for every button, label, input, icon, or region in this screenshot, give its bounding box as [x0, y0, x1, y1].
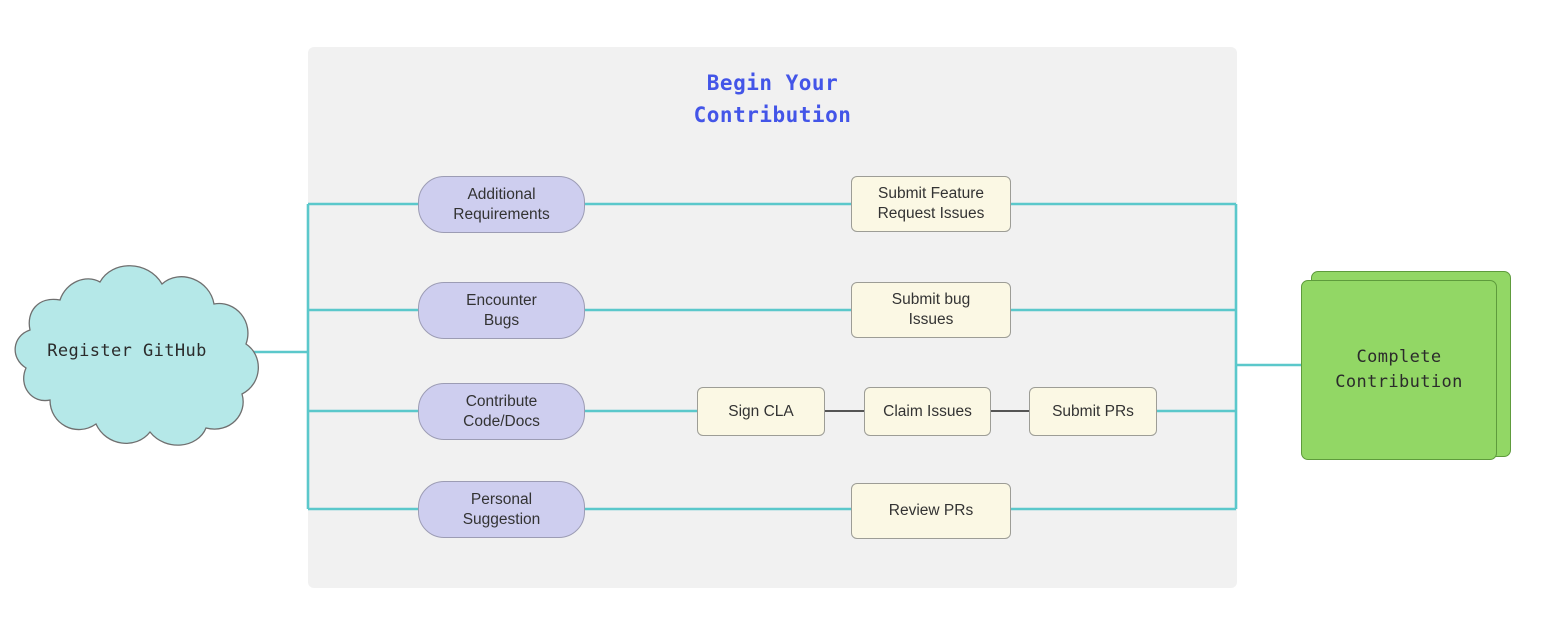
- trigger-node-4-label: Personal Suggestion: [462, 490, 541, 528]
- step-node-sign-cla[interactable]: Sign CLA: [697, 387, 825, 436]
- step-node-claim-issues[interactable]: Claim Issues: [864, 387, 991, 436]
- step-node-submit-prs[interactable]: Submit PRs: [1029, 387, 1157, 436]
- step-node-submit-prs-label: Submit PRs: [1052, 402, 1134, 420]
- trigger-node-3-label: Contribute Code/Docs: [463, 392, 540, 430]
- step-node-sign-cla-label: Sign CLA: [728, 402, 794, 420]
- trigger-node-2[interactable]: Encounter Bugs: [418, 282, 585, 339]
- trigger-node-2-label: Encounter Bugs: [466, 291, 537, 329]
- panel-title: Begin Your Contribution: [693, 71, 852, 127]
- trigger-node-1-label: Additional Requirements: [453, 185, 550, 223]
- action-node-1[interactable]: Submit Feature Request Issues: [851, 176, 1011, 232]
- cloud-shape: [14, 265, 259, 446]
- end-node[interactable]: Complete Contribution: [1301, 280, 1497, 460]
- step-node-claim-issues-label: Claim Issues: [883, 402, 972, 420]
- action-node-2-label: Submit bug Issues: [891, 291, 971, 328]
- action-node-4[interactable]: Review PRs: [851, 483, 1011, 539]
- trigger-node-4[interactable]: Personal Suggestion: [418, 481, 585, 538]
- action-node-4-label: Review PRs: [888, 502, 974, 520]
- start-node-label: Register GitHub: [47, 341, 207, 361]
- action-node-2[interactable]: Submit bug Issues: [851, 282, 1011, 338]
- action-node-1-label: Submit Feature Request Issues: [877, 185, 985, 222]
- end-node-label: Complete Contribution: [1335, 346, 1463, 393]
- trigger-node-3[interactable]: Contribute Code/Docs: [418, 383, 585, 440]
- trigger-node-1[interactable]: Additional Requirements: [418, 176, 585, 233]
